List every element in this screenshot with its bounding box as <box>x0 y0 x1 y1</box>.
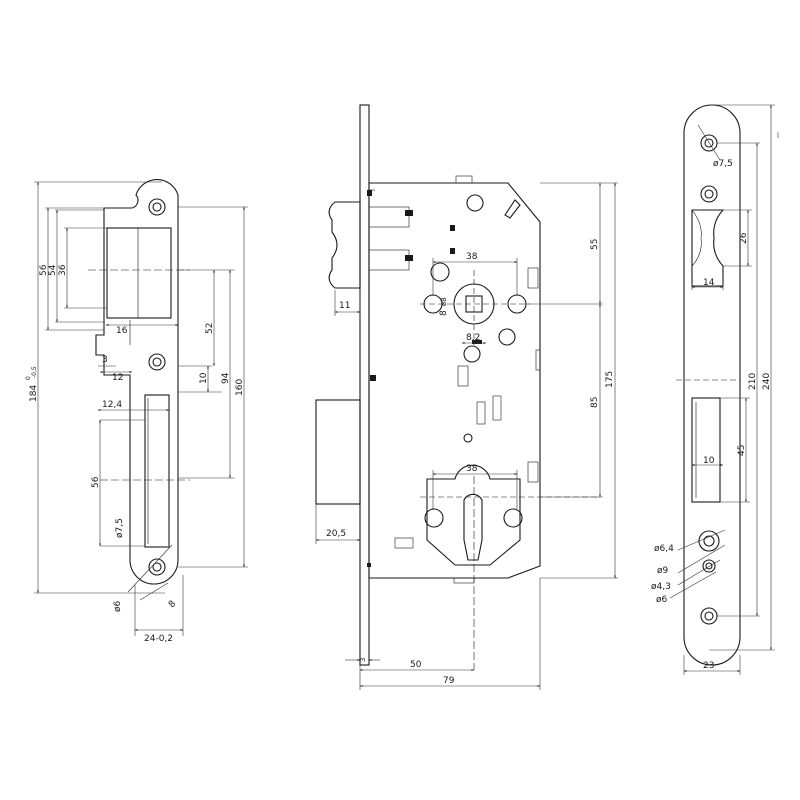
dim-210: 210 <box>748 373 758 390</box>
face-bolt-window <box>691 397 721 503</box>
dim-20-5: 20,5 <box>326 529 346 539</box>
dim-36: 36 <box>58 264 68 276</box>
dim-38a: 38 <box>466 252 478 262</box>
dim-94: 94 <box>221 372 231 384</box>
dim-dia-7-5: ø7,5 <box>115 518 125 538</box>
dim-45: 45 <box>737 445 747 456</box>
dim-dia-8: ø8 <box>440 297 448 306</box>
lock-body-view: 11 38 8 ø8 8,2 55 85 175 38 20,5 3 50 79 <box>315 104 618 690</box>
dim-8: 8 <box>167 599 178 610</box>
dim-85: 85 <box>590 397 600 408</box>
dim-184: 184 <box>29 385 39 402</box>
dim-26: 26 <box>739 232 749 244</box>
dim-11: 11 <box>339 301 350 311</box>
dim-dia-6: ø6 <box>113 600 123 612</box>
dim-dia-6: ø6 <box>656 595 668 605</box>
dim-dia-6-4: ø6,4 <box>654 544 674 554</box>
dim-184-tol-up: 0 <box>25 376 32 380</box>
dim-dia-9: ø9 <box>657 566 669 576</box>
dim-16: 16 <box>116 326 128 336</box>
strike-bottom-hole <box>148 558 166 576</box>
faceplate-view: ø7,5 26 14 210 240 45 10 ø6,4 ø9 ø4,3 ø6… <box>651 104 779 675</box>
dim-8a: 8 <box>439 310 449 316</box>
dim-8-2: 8,2 <box>466 333 480 343</box>
dim-38b: 38 <box>466 464 478 474</box>
dim-240: 240 <box>762 373 772 390</box>
dim-175: 175 <box>605 371 615 388</box>
dim-184-tol-dn: -0,5 <box>31 366 38 378</box>
dim-3: 3 <box>102 355 108 365</box>
strike-top-hole <box>148 198 166 216</box>
faceplate-outline <box>683 104 741 666</box>
dim-dia-4-3: ø4,3 <box>651 582 671 592</box>
dim-12-4: 12,4 <box>102 400 122 410</box>
bolt-slot <box>144 394 170 548</box>
strike-plate-view: 56 54 36 16 3 12 52 10 94 160 184 0 -0,5… <box>25 179 248 644</box>
dim-79: 79 <box>443 676 455 686</box>
euro-profile <box>463 493 483 561</box>
lock-faceplate-strip <box>359 104 370 666</box>
dim-55: 55 <box>590 239 600 250</box>
dim-dia-7-5: ø7,5 <box>713 159 733 169</box>
dim-56: 56 <box>39 264 49 276</box>
dim-10: 10 <box>199 372 209 384</box>
latch-bolt <box>328 201 361 289</box>
strike-plate-outline <box>95 179 179 585</box>
dim-56b: 56 <box>91 476 101 488</box>
cylinder-cutout <box>426 464 521 566</box>
face-bottom-hole <box>700 607 718 625</box>
dim-52: 52 <box>205 323 215 334</box>
dim-3: 3 <box>359 658 367 662</box>
lock-case-outline <box>368 182 541 579</box>
latch-window <box>106 227 172 319</box>
dead-bolt <box>315 399 361 505</box>
face-latch-window <box>691 209 725 287</box>
dim-14: 14 <box>703 278 715 288</box>
dim-50: 50 <box>410 660 422 670</box>
dim-24: 24-0,2 <box>144 634 173 644</box>
dim-10: 10 <box>703 456 715 466</box>
dim-23: 23 <box>703 661 714 671</box>
dim-54: 54 <box>48 264 58 276</box>
strike-mid-hole <box>148 353 166 371</box>
dim-12: 12 <box>112 373 123 383</box>
dim-160: 160 <box>235 379 245 396</box>
